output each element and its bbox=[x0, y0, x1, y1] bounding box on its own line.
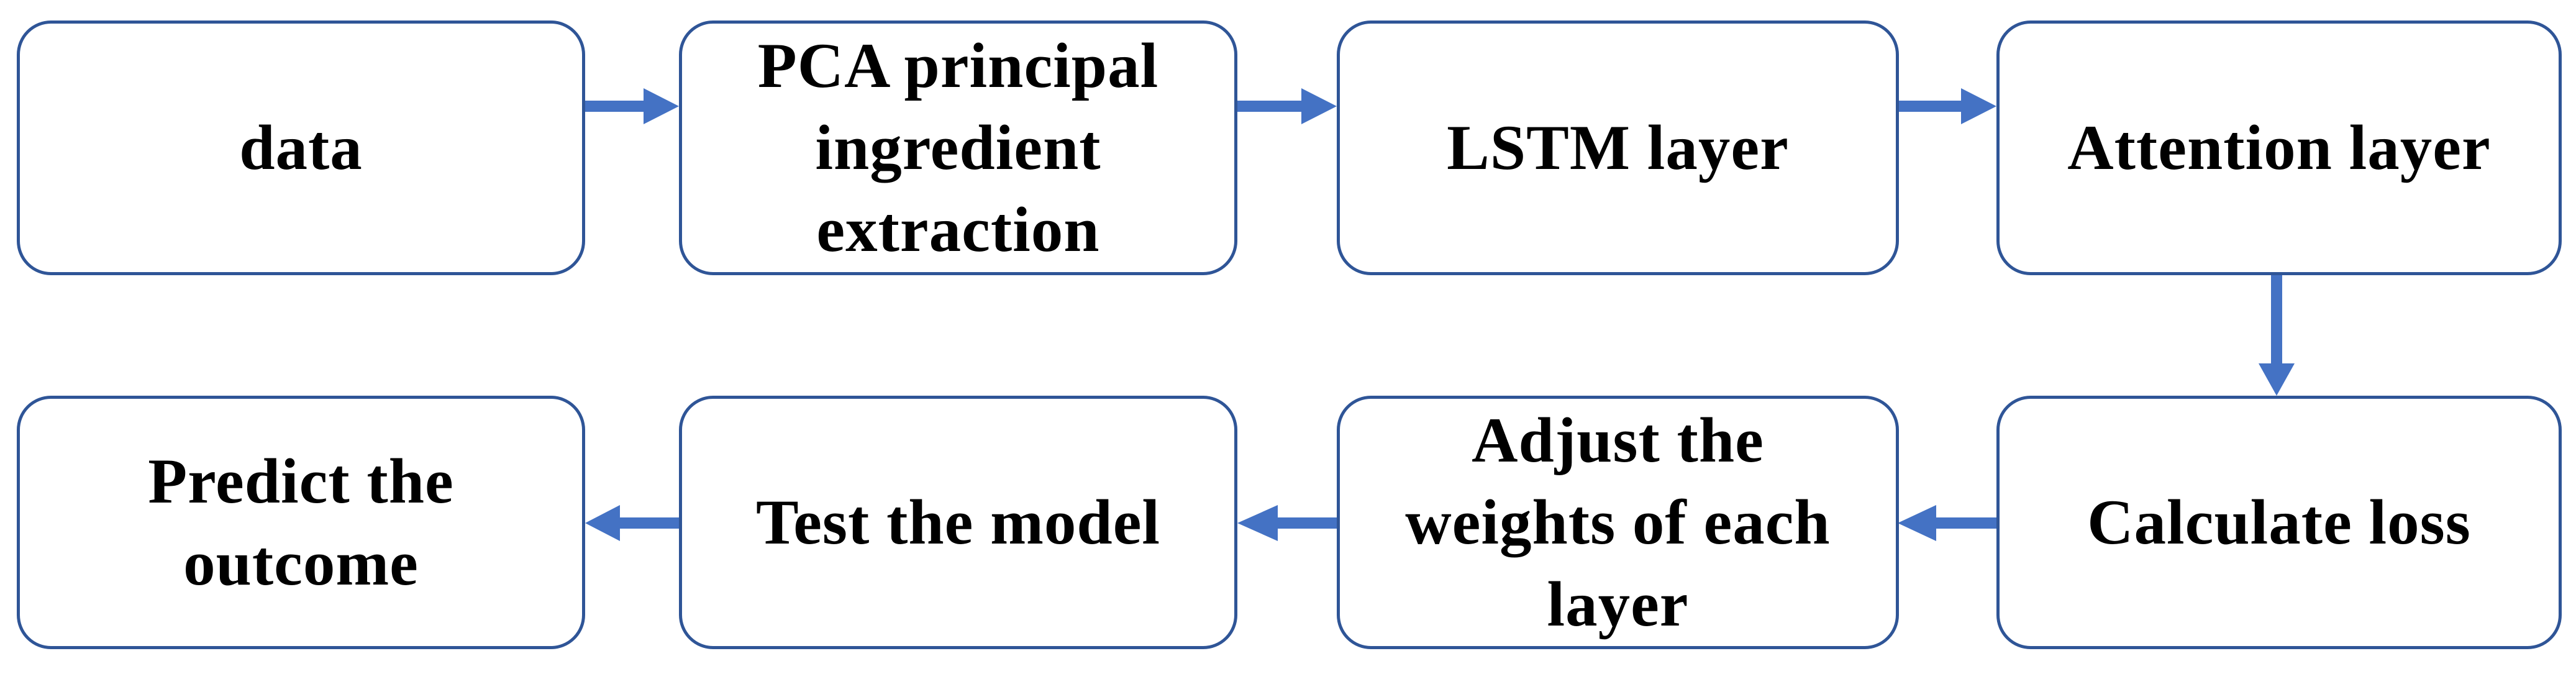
node-adjust-weights: Adjust the weights of each layer bbox=[1337, 396, 1899, 649]
arrow-attention-to-calculate-loss bbox=[2259, 275, 2295, 396]
node-test-model-label: Test the model bbox=[755, 487, 1161, 558]
node-calculate-loss-label: Calculate loss bbox=[2087, 487, 2471, 558]
arrow-test-model-to-predict-outcome bbox=[585, 505, 679, 541]
arrow-calculate-loss-to-adjust-weights bbox=[1898, 505, 1996, 541]
arrow-adjust-weights-to-test-model bbox=[1237, 505, 1337, 541]
node-data: data bbox=[17, 20, 585, 275]
node-lstm-layer: LSTM layer bbox=[1337, 20, 1899, 275]
arrow-lstm-to-attention bbox=[1899, 88, 1996, 124]
node-lstm-layer-label: LSTM layer bbox=[1447, 112, 1789, 183]
node-attention-layer-label: Attention layer bbox=[2067, 112, 2491, 183]
arrow-pca-to-lstm bbox=[1237, 88, 1337, 124]
node-attention-layer: Attention layer bbox=[1996, 20, 2562, 275]
node-data-label: data bbox=[239, 112, 363, 183]
node-predict-outcome-label: Predict the outcome bbox=[148, 446, 454, 599]
node-adjust-weights-label: Adjust the weights of each layer bbox=[1405, 405, 1831, 640]
node-predict-outcome: Predict the outcome bbox=[17, 396, 585, 649]
node-calculate-loss: Calculate loss bbox=[1996, 396, 2562, 649]
node-pca-extraction: PCA principal ingredient extraction bbox=[679, 20, 1237, 275]
arrow-data-to-pca bbox=[585, 88, 679, 124]
node-test-model: Test the model bbox=[679, 396, 1237, 649]
node-pca-extraction-label: PCA principal ingredient extraction bbox=[757, 30, 1159, 265]
